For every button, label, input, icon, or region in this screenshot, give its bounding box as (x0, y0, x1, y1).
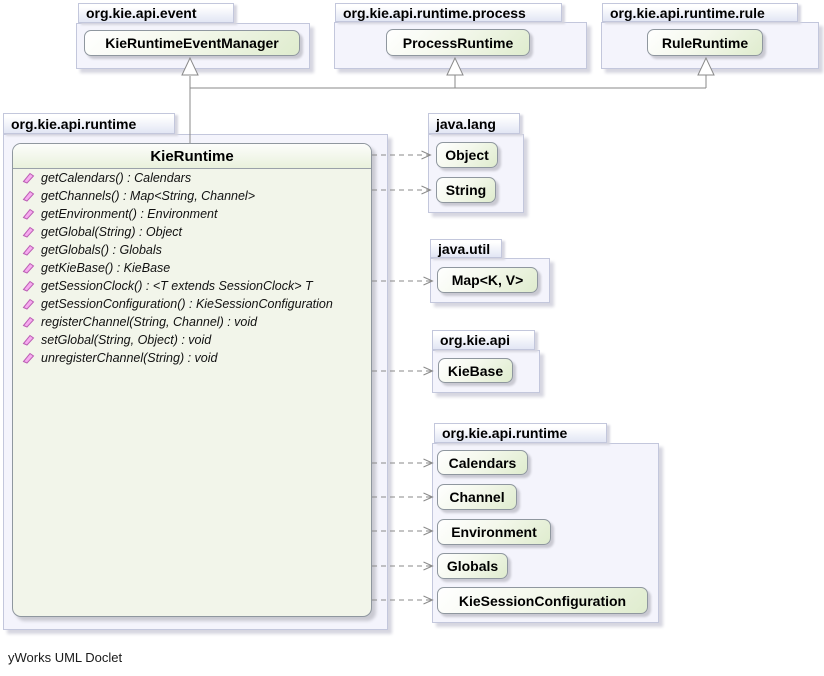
package-name: org.kie.api.runtime.rule (610, 4, 765, 21)
method-signature: getGlobals() : Globals (41, 243, 162, 257)
package-tab-runtime-main[interactable]: org.kie.api.runtime (3, 113, 175, 134)
package-tab-rule[interactable]: org.kie.api.runtime.rule (602, 3, 798, 22)
package-tab-process[interactable]: org.kie.api.runtime.process (335, 3, 562, 22)
method-signature: getEnvironment() : Environment (41, 207, 218, 221)
method-signature: getChannels() : Map<String, Channel> (41, 189, 256, 203)
method-row[interactable]: getCalendars() : Calendars (22, 169, 191, 187)
package-name: java.util (438, 240, 491, 257)
package-tab-java-lang[interactable]: java.lang (428, 113, 520, 134)
method-row[interactable]: getKieBase() : KieBase (22, 259, 170, 277)
class-node-kiesessionconfiguration[interactable]: KieSessionConfiguration (437, 587, 648, 614)
method-row[interactable]: registerChannel(String, Channel) : void (22, 313, 257, 331)
method-row[interactable]: getSessionClock() : <T extends SessionCl… (22, 277, 313, 295)
class-node-ruleruntime[interactable]: RuleRuntime (647, 29, 763, 56)
package-name: org.kie.api (440, 332, 511, 348)
method-row[interactable]: getGlobals() : Globals (22, 241, 162, 259)
package-tab-runtime-types[interactable]: org.kie.api.runtime (434, 423, 607, 443)
package-name: org.kie.api.runtime (442, 425, 568, 441)
method-icon (22, 226, 35, 238)
class-node-label: Environment (451, 524, 537, 540)
method-icon (22, 298, 35, 310)
class-node-label: KieSessionConfiguration (458, 592, 627, 609)
method-icon (22, 352, 35, 364)
package-name: java.lang (436, 115, 496, 132)
method-icon (22, 262, 35, 274)
class-box-kieruntime: KieRuntime getCalendars() : Calendars ge… (12, 143, 372, 617)
method-signature: getSessionConfiguration() : KieSessionCo… (41, 297, 333, 311)
class-node-environment[interactable]: Environment (437, 519, 551, 545)
class-node-processruntime[interactable]: ProcessRuntime (386, 29, 530, 56)
class-node-label: String (445, 182, 487, 198)
method-icon (22, 172, 35, 184)
class-node-map[interactable]: Map<K, V> (437, 267, 538, 293)
class-node-label: Object (445, 147, 489, 163)
method-icon (22, 316, 35, 328)
method-icon (22, 244, 35, 256)
method-icon (22, 334, 35, 346)
method-row[interactable]: getGlobal(String) : Object (22, 223, 182, 241)
class-node-kieruntimeeventmanager[interactable]: KieRuntimeEventManager (84, 30, 300, 56)
method-signature: getSessionClock() : <T extends SessionCl… (41, 279, 313, 293)
method-signature: setGlobal(String, Object) : void (41, 333, 212, 347)
class-node-label: Map<K, V> (451, 272, 524, 288)
method-icon (22, 190, 35, 202)
class-title-kieruntime[interactable]: KieRuntime (13, 144, 371, 169)
class-node-label: KieRuntimeEventManager (105, 35, 279, 51)
method-icon (22, 280, 35, 292)
method-row[interactable]: getSessionConfiguration() : KieSessionCo… (22, 295, 333, 313)
package-tab-event[interactable]: org.kie.api.event (78, 3, 234, 23)
class-node-channel[interactable]: Channel (437, 484, 517, 510)
class-node-label: Globals (446, 558, 499, 574)
package-tab-org-kie-api[interactable]: org.kie.api (432, 330, 535, 350)
method-row[interactable]: setGlobal(String, Object) : void (22, 331, 211, 349)
method-signature: getCalendars() : Calendars (41, 171, 192, 185)
method-signature: unregisterChannel(String) : void (41, 351, 218, 365)
footer-credit: yWorks UML Doclet (8, 650, 123, 665)
class-node-label: KieBase (447, 362, 504, 379)
class-node-object[interactable]: Object (436, 142, 498, 168)
class-node-globals[interactable]: Globals (437, 553, 508, 579)
method-row[interactable]: getChannels() : Map<String, Channel> (22, 187, 255, 205)
method-row[interactable]: getEnvironment() : Environment (22, 205, 217, 223)
method-signature: getKieBase() : KieBase (41, 261, 171, 275)
class-node-label: ProcessRuntime (402, 34, 514, 51)
package-tab-java-util[interactable]: java.util (430, 239, 502, 258)
package-name: org.kie.api.event (86, 5, 197, 21)
package-name: org.kie.api.runtime (11, 115, 137, 132)
class-node-string[interactable]: String (436, 177, 496, 203)
method-row[interactable]: unregisterChannel(String) : void (22, 349, 217, 367)
package-name: org.kie.api.runtime.process (343, 4, 526, 21)
method-signature: registerChannel(String, Channel) : void (41, 315, 258, 329)
class-node-kiebase[interactable]: KieBase (438, 358, 513, 383)
class-title-label: KieRuntime (150, 147, 234, 165)
class-node-label: RuleRuntime (661, 34, 749, 51)
method-icon (22, 208, 35, 220)
class-node-label: Channel (449, 489, 505, 505)
class-node-label: Calendars (448, 454, 517, 471)
class-node-calendars[interactable]: Calendars (437, 450, 528, 475)
method-signature: getGlobal(String) : Object (41, 225, 183, 239)
